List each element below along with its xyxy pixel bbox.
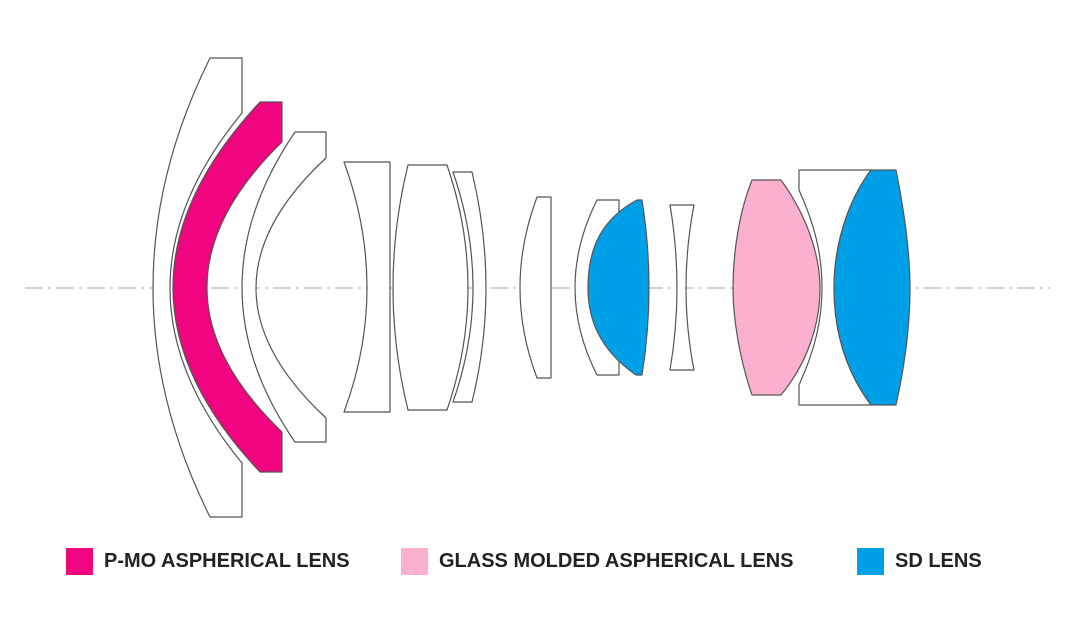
lens-element-5 xyxy=(392,164,469,411)
lens-element-4 xyxy=(343,161,391,413)
lens-element-13-sd xyxy=(833,169,911,406)
lens-element-9-sd xyxy=(587,199,650,376)
lens-element-6 xyxy=(452,171,487,403)
legend-swatch-blue xyxy=(857,547,884,575)
legend-item-glass-molded-aspherical: GLASS MOLDED ASPHERICAL LENS xyxy=(401,546,793,576)
lens-element-10 xyxy=(669,204,695,371)
lens-element-11-glass-molded-aspherical xyxy=(732,179,821,396)
legend-label: GLASS MOLDED ASPHERICAL LENS xyxy=(439,549,794,572)
legend-swatch-magenta xyxy=(66,547,93,575)
lens-element-7 xyxy=(519,196,552,379)
legend-label: P-MO ASPHERICAL LENS xyxy=(104,549,350,572)
legend-swatch-pink xyxy=(401,547,428,575)
legend-item-pmo-aspherical: P-MO ASPHERICAL LENS xyxy=(66,546,350,576)
legend-label: SD LENS xyxy=(895,549,982,572)
lens-element-1 xyxy=(152,57,243,518)
lens-element-2-pmo-aspherical xyxy=(172,101,283,473)
lens-element-3 xyxy=(241,131,327,443)
legend-item-sd: SD LENS xyxy=(857,546,982,576)
